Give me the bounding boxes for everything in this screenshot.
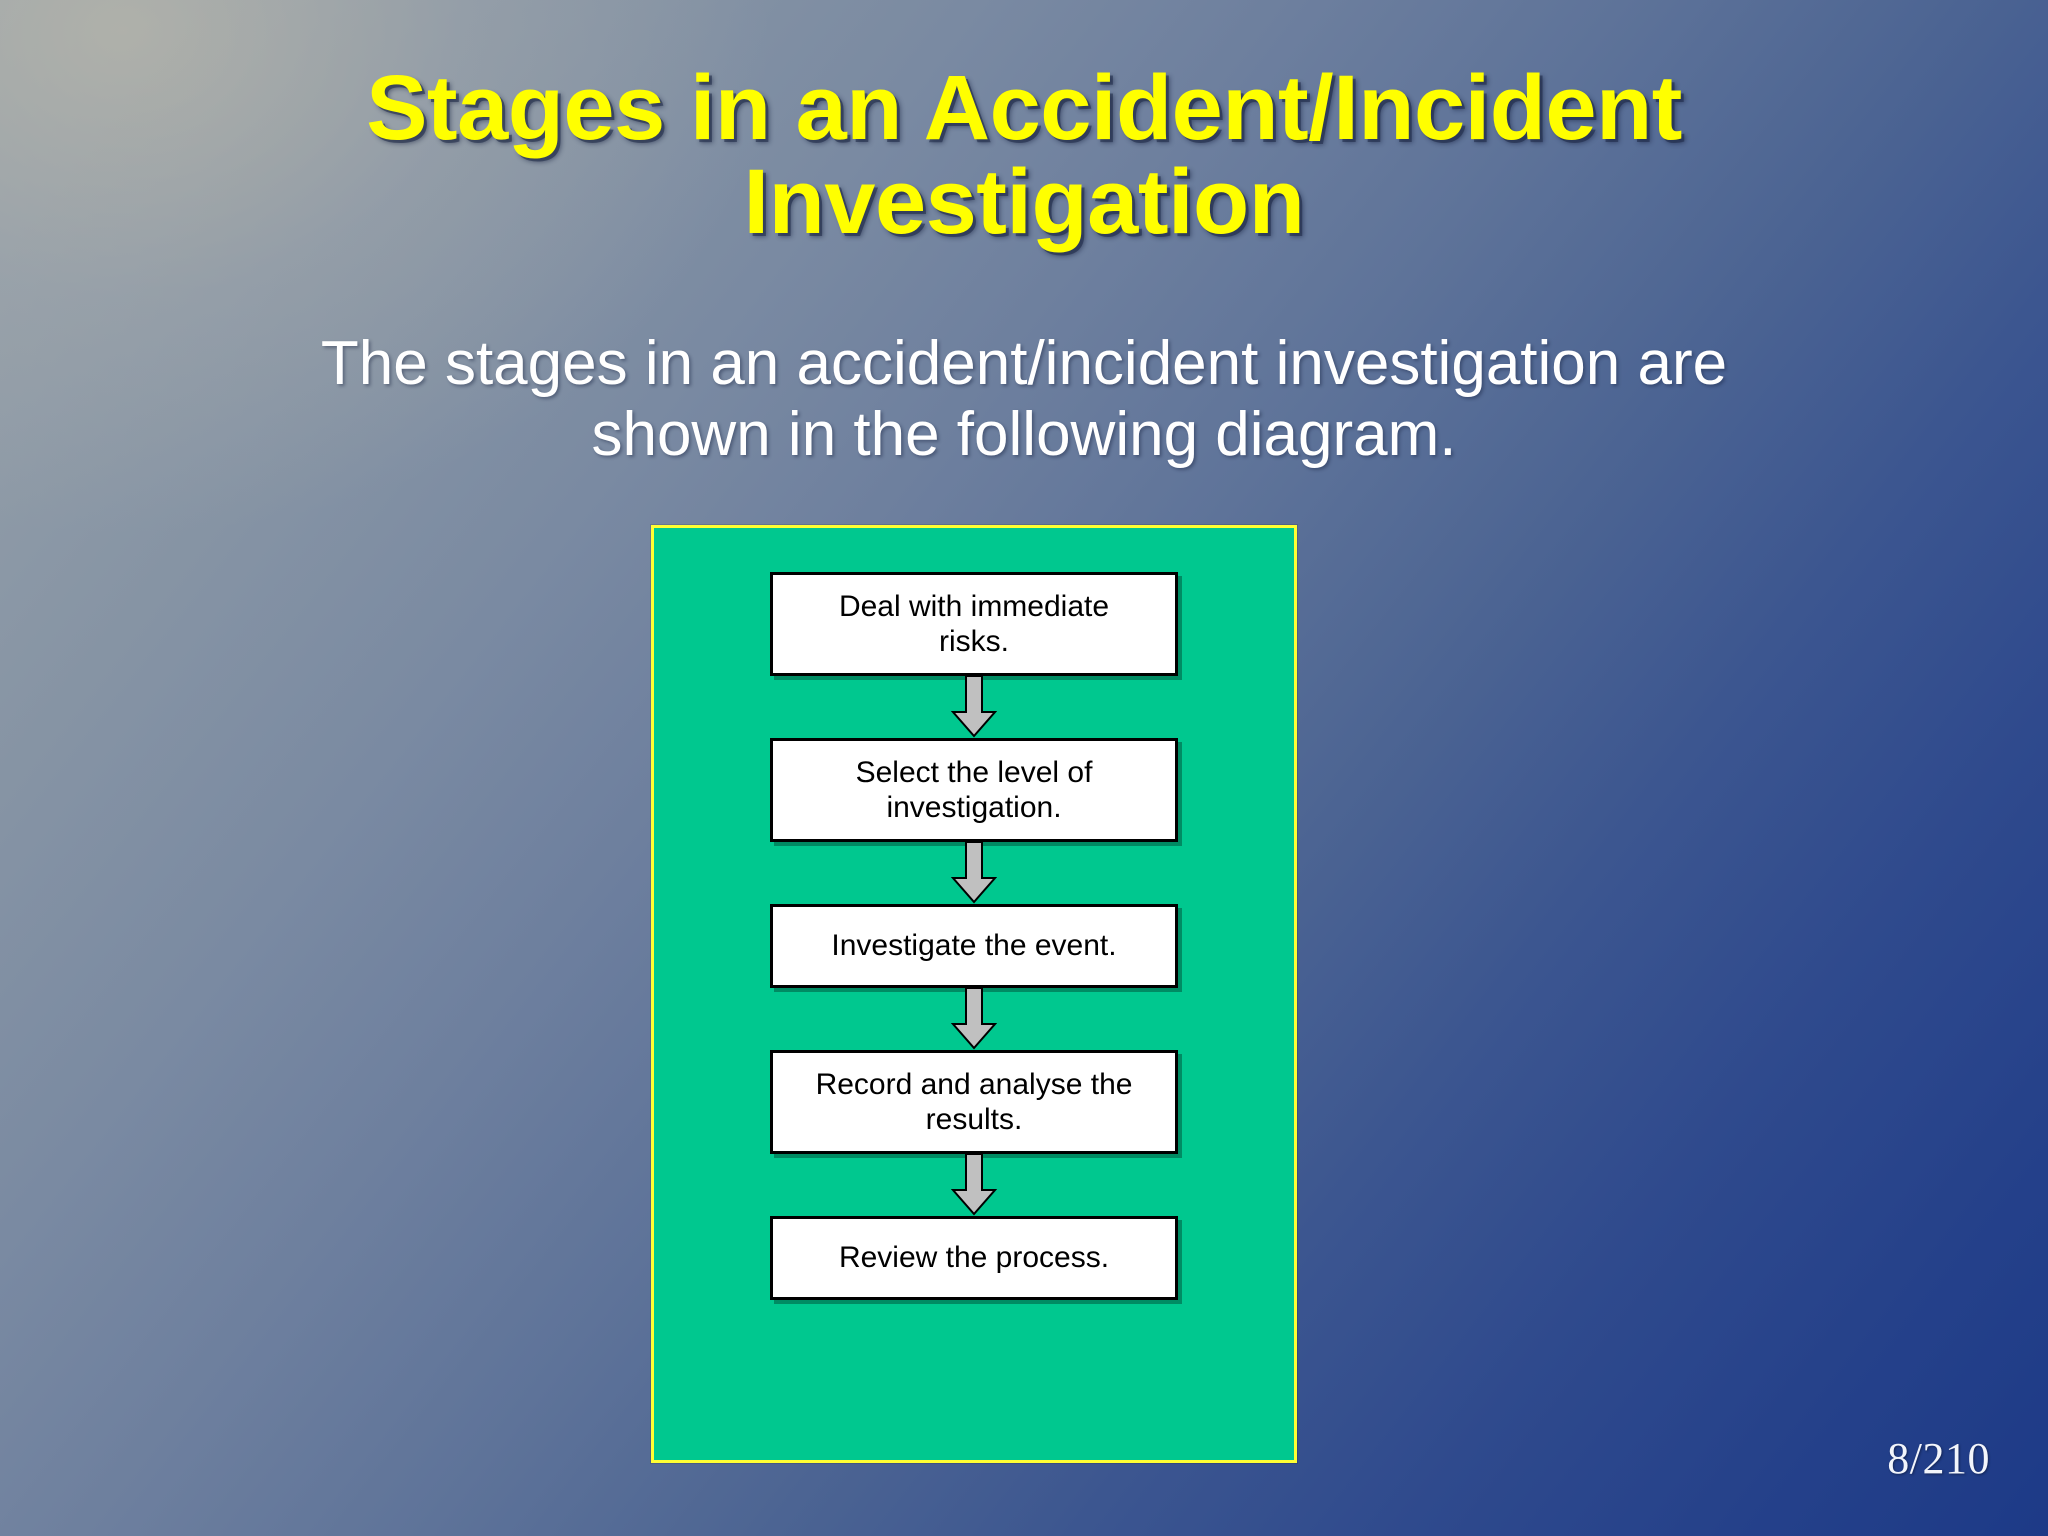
diagram-panel: Deal with immediate risks. Select the le… — [651, 525, 1297, 1463]
flow-arrow-4 — [951, 1154, 997, 1216]
flow-arrow-1 — [951, 676, 997, 738]
flow-step-4-label: Record and analyse the results. — [815, 1067, 1133, 1136]
flow-step-1-label: Deal with immediate risks. — [838, 589, 1110, 658]
flow-step-2-label: Select the level of investigation. — [855, 755, 1093, 824]
subtitle-block: The stages in an accident/incident inves… — [0, 328, 2048, 471]
flow-step-4: Record and analyse the results. — [770, 1050, 1178, 1154]
page-title: Stages in an Accident/Incident Investiga… — [366, 57, 1682, 253]
slide-subtitle: The stages in an accident/incident inves… — [320, 329, 1728, 470]
title-block: Stages in an Accident/Incident Investiga… — [0, 57, 2048, 253]
flow-step-5: Review the process. — [770, 1216, 1178, 1300]
flow-step-3-label: Investigate the event. — [831, 929, 1117, 963]
flow-step-3: Investigate the event. — [770, 904, 1178, 988]
page-number: 8/210 — [1887, 1434, 1990, 1483]
flow-step-1: Deal with immediate risks. — [770, 572, 1178, 676]
flowchart: Deal with immediate risks. Select the le… — [654, 528, 1294, 1460]
flow-step-2: Select the level of investigation. — [770, 738, 1178, 842]
flow-arrow-3 — [951, 988, 997, 1050]
flow-step-5-label: Review the process. — [838, 1241, 1110, 1275]
flow-arrow-2 — [951, 842, 997, 904]
